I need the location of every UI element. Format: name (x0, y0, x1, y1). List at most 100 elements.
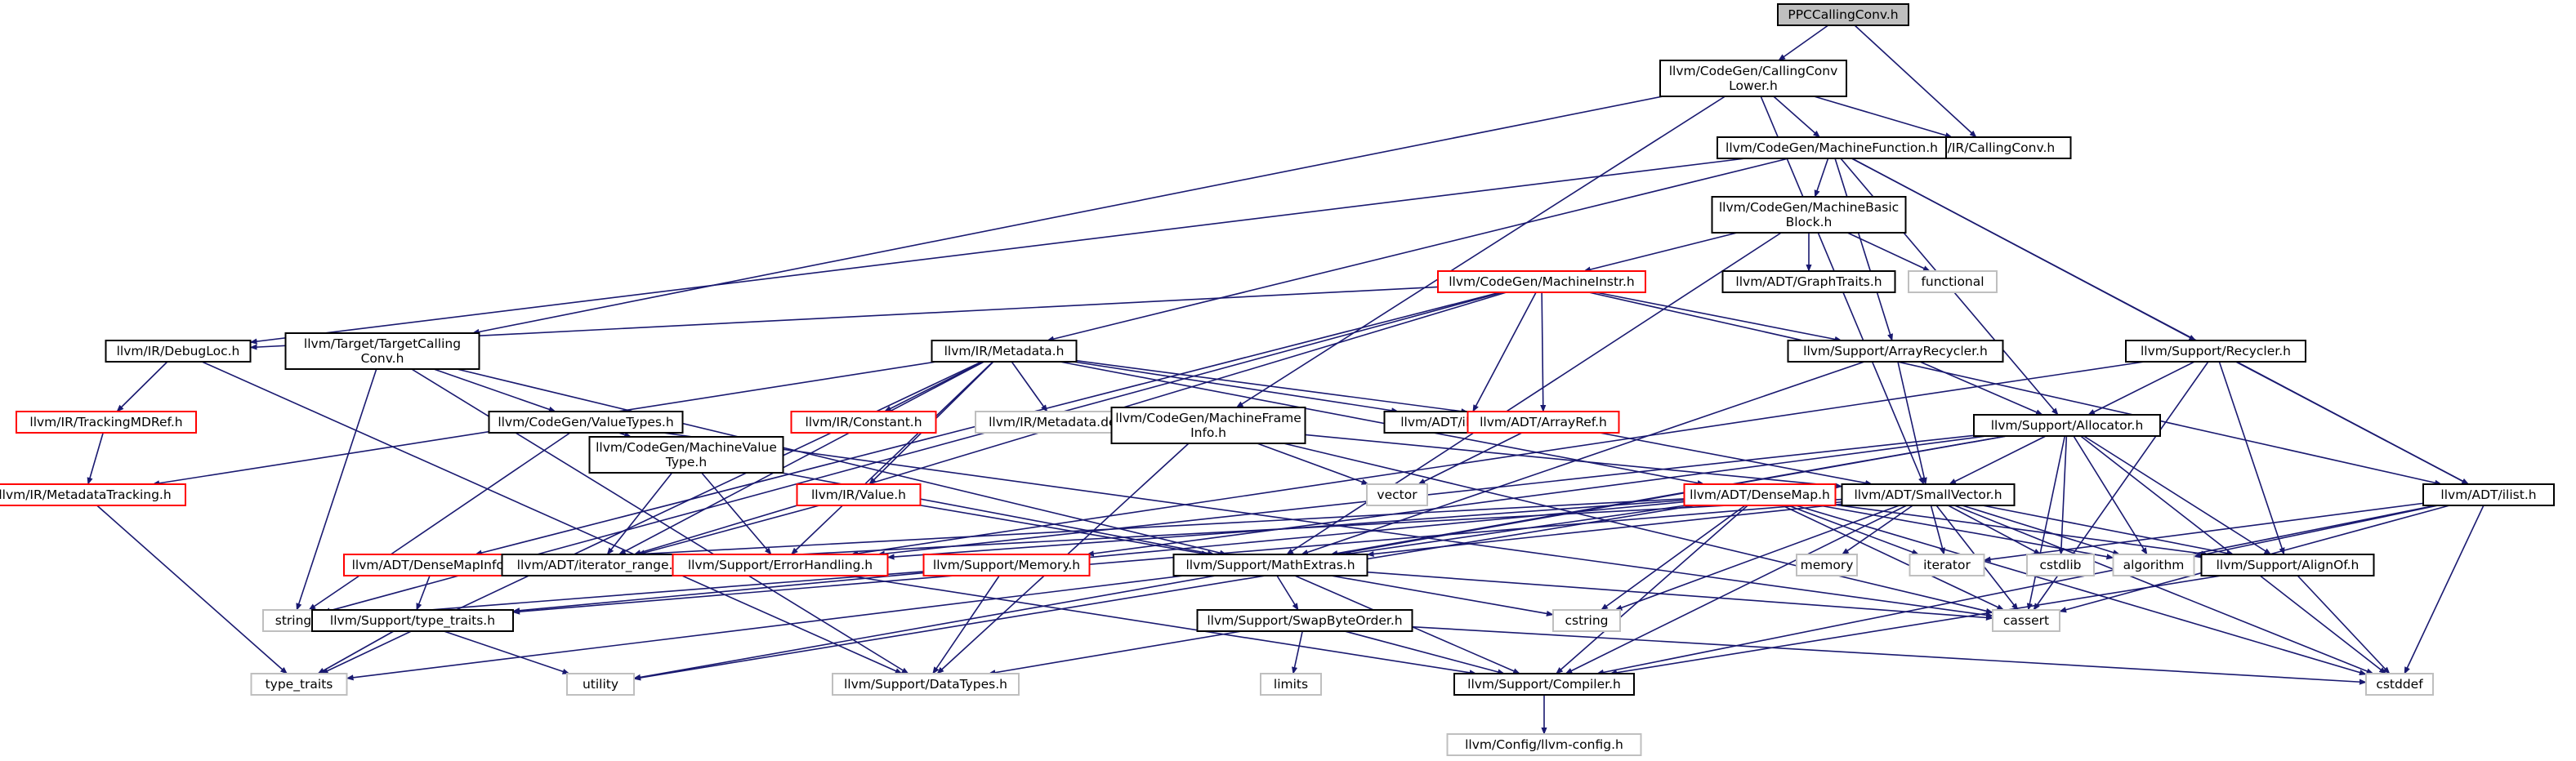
node-graphtraits[interactable]: llvm/ADT/GraphTraits.h (1721, 270, 1896, 293)
node-label: llvm/IR/MetadataTracking.h (0, 487, 172, 502)
node-box-errhandle (672, 554, 889, 576)
node-box-mbb (1711, 196, 1907, 234)
edge-valuetypes-to-cassert (663, 432, 1993, 618)
node-recycler[interactable]: llvm/Support/Recycler.h (2125, 340, 2306, 363)
node-label: llvm/Support/ErrorHandling.h (688, 558, 873, 572)
node-box-memory_sys (1796, 554, 1858, 576)
node-box-mvt (588, 436, 784, 474)
node-box-utility (566, 673, 635, 696)
node-typetraits_h[interactable]: llvm/Support/type_traits.h (311, 609, 514, 632)
node-root[interactable]: PPCCallingConv.h (1777, 3, 1909, 26)
node-box-algorithm (2112, 554, 2195, 576)
edge-smallvec-to-compiler (1565, 505, 1908, 674)
node-label: llvm/Support/MathExtras.h (1185, 558, 1355, 572)
node-label: cstring (1565, 613, 1608, 628)
node-box-mf (1717, 136, 1947, 159)
node-box-root (1777, 3, 1909, 26)
edge-debugloc-to-datatypes (201, 361, 903, 674)
node-label: llvm/IR/DebugLoc.h (117, 344, 240, 358)
node-cassert: cassert (1992, 609, 2060, 632)
edge-ilist-to-algorithm (2193, 505, 2439, 559)
edge-mathextras-to-type_traits (346, 575, 1185, 681)
node-box-limits (1260, 673, 1322, 696)
node-debugloc[interactable]: llvm/IR/DebugLoc.h (105, 340, 252, 363)
node-memory[interactable]: llvm/Support/Memory.h (922, 554, 1091, 576)
edge-metadata-to-ilistnode (1073, 361, 1400, 414)
node-label: memory (1801, 558, 1854, 572)
edge-irvalue-to-iterrange (637, 505, 820, 556)
edge-smallvec-to-algorithm (1962, 505, 2121, 556)
node-compiler[interactable]: llvm/Support/Compiler.h (1453, 673, 1635, 696)
edge-densemap-to-algorithm (1819, 505, 2114, 560)
node-label: llvm/IR/Value.h (811, 487, 906, 502)
node-cstdlib: cstdlib (2026, 554, 2095, 576)
node-box-irvalue (796, 483, 922, 506)
node-vector: vector (1366, 483, 1428, 506)
edge-swapbyte-to-cstddef (1412, 625, 2367, 685)
node-box-cstddef (2365, 673, 2434, 696)
node-allocator[interactable]: llvm/Support/Allocator.h (1973, 414, 2161, 437)
node-label: Block.h (1786, 215, 1833, 229)
node-box-ilist (2422, 483, 2555, 506)
node-box-alignof (2200, 554, 2375, 576)
edge-typetraits_h-to-type_traits (317, 630, 395, 674)
node-box-metadata (931, 340, 1078, 363)
node-mf[interactable]: llvm/CodeGen/MachineFunction.h (1717, 136, 1947, 159)
node-trackmdref[interactable]: llvm/IR/TrackingMDRef.h (16, 411, 197, 434)
node-dmapinfo[interactable]: llvm/ADT/DenseMapInfo.h (343, 554, 525, 576)
node-box-arrayrec (1787, 340, 2004, 363)
node-label: Type.h (665, 455, 707, 470)
node-box-memory (922, 554, 1091, 576)
edge-memory-to-datatypes (932, 575, 1000, 674)
node-label: llvm/CodeGen/MachineInstr.h (1449, 274, 1635, 289)
edge-swapbyte-to-datatypes (988, 630, 1242, 676)
node-arrayrec[interactable]: llvm/Support/ArrayRecycler.h (1787, 340, 2004, 363)
edge-swapbyte-to-limits (1292, 630, 1303, 674)
edge-minstr-to-ilist (1588, 291, 2443, 486)
node-errhandle[interactable]: llvm/Support/ErrorHandling.h (672, 554, 889, 576)
edge-trackmdref-to-mdtrack (87, 432, 104, 485)
node-alignof[interactable]: llvm/Support/AlignOf.h (2200, 554, 2375, 576)
edge-cclower-to-tcconv (471, 96, 1663, 335)
node-irvalue[interactable]: llvm/IR/Value.h (796, 483, 922, 506)
edge-dmapinfo-to-typetraits_h (416, 575, 431, 611)
node-minstr[interactable]: llvm/CodeGen/MachineInstr.h (1437, 270, 1646, 293)
edge-root-to-cclower (1778, 24, 1829, 61)
node-label: llvm/CodeGen/MachineFrame (1115, 411, 1301, 425)
edge-densemap-to-cstddef (1795, 505, 2367, 676)
node-valuetypes[interactable]: llvm/CodeGen/ValueTypes.h (488, 411, 684, 434)
edge-metadata-to-iterrange (618, 361, 984, 555)
node-label: llvm/CodeGen/ValueTypes.h (498, 415, 673, 429)
node-mdtrack[interactable]: llvm/IR/MetadataTracking.h (0, 483, 186, 506)
edge-minstr-to-arrayrec (1596, 291, 1842, 342)
node-iterrange[interactable]: llvm/ADT/iterator_range.h (501, 554, 697, 576)
node-constant[interactable]: llvm/IR/Constant.h (790, 411, 937, 434)
edge-alignof-to-cstddef (2297, 575, 2391, 674)
edge-errhandle-to-compiler (848, 575, 1477, 676)
node-smallvec[interactable]: llvm/ADT/SmallVector.h (1841, 483, 2016, 506)
edge-tcconv-to-mathextras (457, 368, 1227, 556)
edge-irvalue-to-mathextras (920, 505, 1209, 557)
node-box-constant (790, 411, 937, 434)
node-cstring: cstring (1552, 609, 1621, 632)
node-mathextras[interactable]: llvm/Support/MathExtras.h (1172, 554, 1368, 576)
node-label: llvm/CodeGen/MachineBasic (1719, 200, 1899, 215)
edge-arrayref-to-smallvec (1599, 432, 1873, 487)
edge-densemap-to-iterator (1788, 505, 1920, 555)
node-label: cstdlib (2040, 558, 2082, 572)
edge-smallvec-to-iterator (1930, 505, 1945, 555)
node-datatypes: llvm/Support/DataTypes.h (832, 673, 1020, 696)
node-swapbyte[interactable]: llvm/Support/SwapByteOrder.h (1196, 609, 1413, 632)
node-metadata[interactable]: llvm/IR/Metadata.h (931, 340, 1078, 363)
node-densemap[interactable]: llvm/ADT/DenseMap.h (1683, 483, 1837, 506)
edge-allocator-to-smallvec (1949, 435, 2047, 485)
edge-mbb-to-functional (1846, 232, 1931, 272)
node-arrayref[interactable]: llvm/ADT/ArrayRef.h (1467, 411, 1620, 434)
edge-metadata-to-constant (883, 361, 984, 412)
node-ilist[interactable]: llvm/ADT/ilist.h (2422, 483, 2555, 506)
